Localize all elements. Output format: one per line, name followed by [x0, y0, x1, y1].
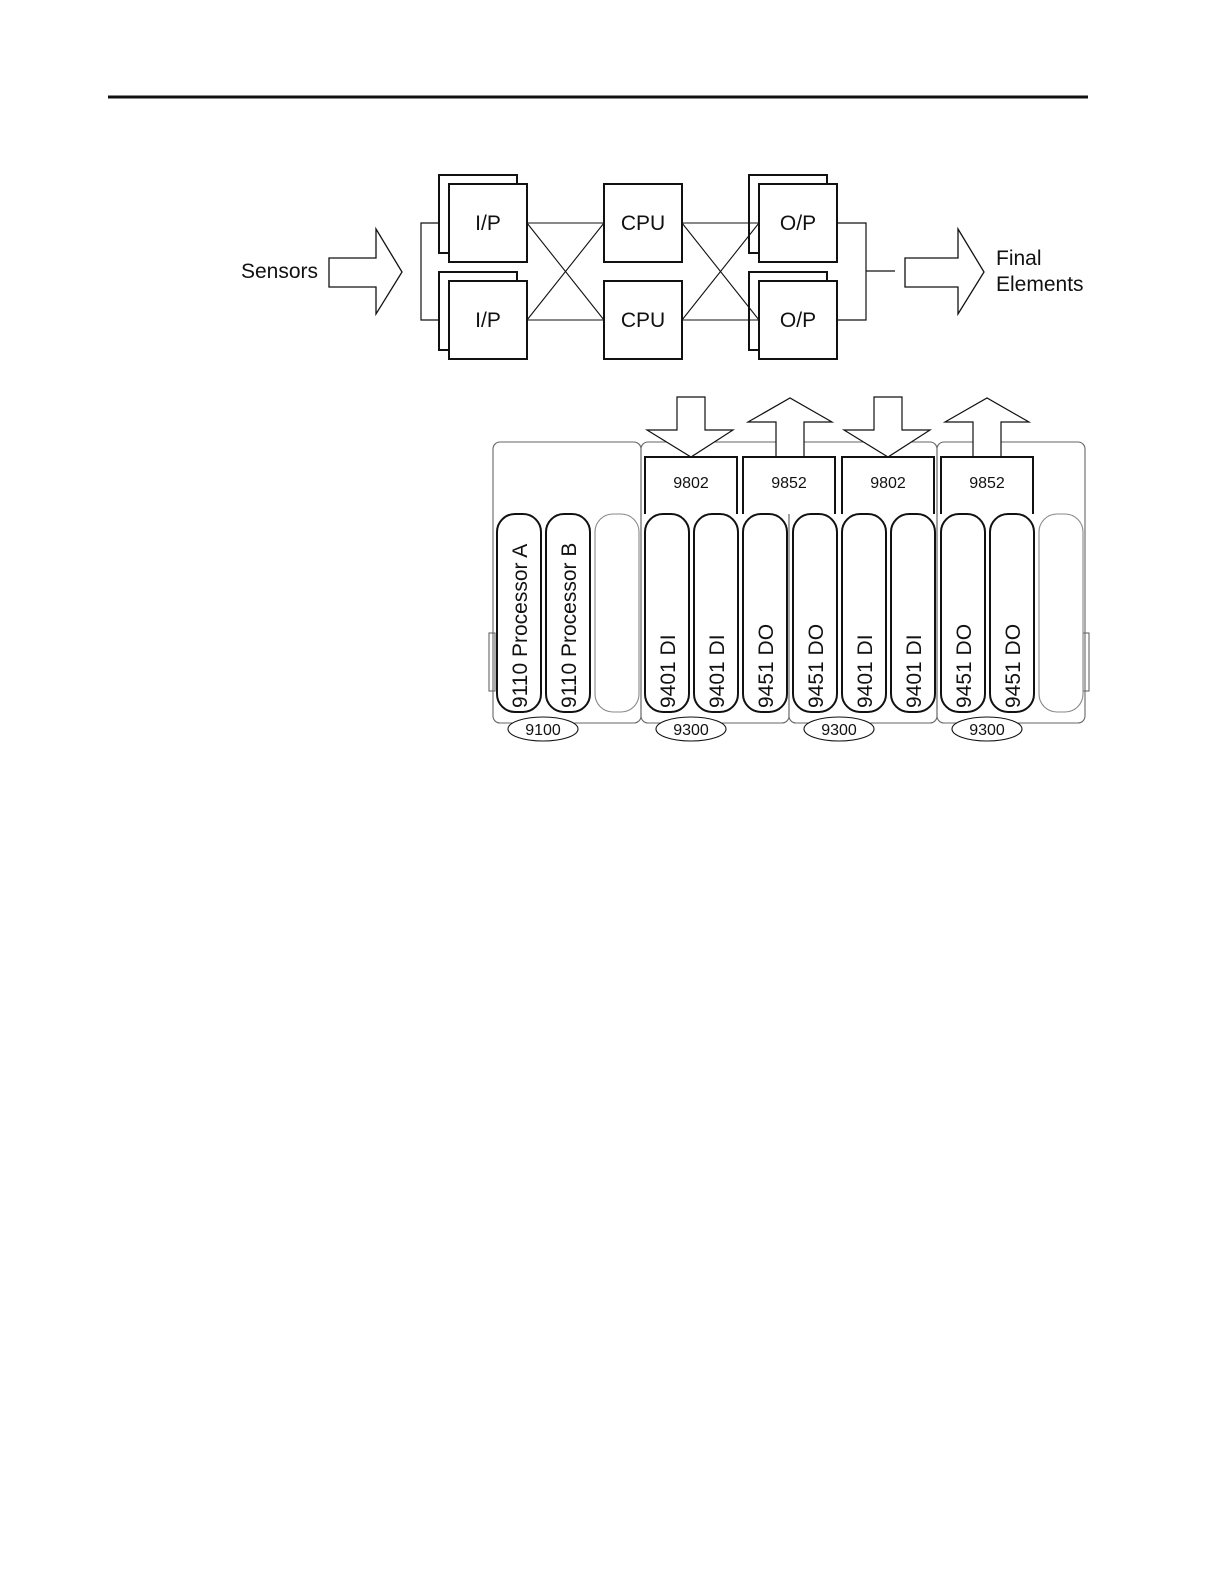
chassis-diagram: 9802 9852 9802 9852 9110 Processor A 911	[489, 397, 1089, 741]
input-module-top: I/P	[439, 175, 527, 262]
io-module-label: 9401 DI	[903, 634, 926, 708]
io-module-label: 9401 DI	[657, 634, 680, 708]
cpu-top: CPU	[604, 184, 682, 262]
chassis-label: 9300	[969, 722, 1005, 739]
io-module-label: 9451 DO	[1002, 624, 1025, 708]
chassis-label: 9300	[821, 722, 857, 739]
final-elements-label-line1: Final	[996, 247, 1042, 270]
cpu-op-links	[682, 223, 759, 320]
termination-panels: 9802 9852 9802 9852	[645, 457, 1033, 514]
cpu-label: CPU	[621, 212, 665, 235]
output-module-top: O/P	[749, 175, 837, 262]
op-label: O/P	[780, 309, 816, 332]
empty-slot	[1039, 514, 1083, 712]
empty-slot	[595, 514, 639, 712]
ip-cpu-links	[527, 223, 604, 320]
output-module-bottom: O/P	[749, 272, 837, 359]
cpu-label: CPU	[621, 309, 665, 332]
termination-label: 9852	[969, 475, 1005, 492]
left-connector	[489, 633, 495, 691]
sensors-label: Sensors	[241, 260, 318, 283]
chassis-label: 9300	[673, 722, 709, 739]
io-module-label: 9451 DO	[755, 624, 778, 708]
io-module-label: 9401 DI	[706, 634, 729, 708]
output-arrow-up-1	[748, 398, 832, 457]
chassis-labels: 9100 9300 9300 9300	[508, 717, 1022, 741]
processor-module-label: 9110 Processor A	[509, 544, 532, 708]
io-module-label: 9401 DI	[854, 634, 877, 708]
final-elements-label-line2: Elements	[996, 273, 1084, 296]
redundancy-block-diagram: Sensors I/P I/P CPU CPU	[241, 175, 1084, 359]
ip-label: I/P	[475, 212, 501, 235]
module-slots	[497, 514, 1083, 712]
processor-module-label: 9110 Processor B	[558, 543, 581, 708]
io-module-label: 9451 DO	[805, 624, 828, 708]
input-module-bottom: I/P	[439, 272, 527, 359]
termination-label: 9802	[870, 475, 906, 492]
input-arrow-down-1	[647, 397, 733, 457]
output-arrow-up-2	[945, 398, 1029, 457]
cpu-bottom: CPU	[604, 281, 682, 359]
output-bracket	[837, 223, 895, 320]
op-label: O/P	[780, 212, 816, 235]
final-elements-arrow	[905, 229, 984, 314]
chassis-label: 9100	[525, 722, 561, 739]
sensors-arrow	[329, 229, 402, 314]
right-connector	[1083, 633, 1089, 691]
termination-label: 9802	[673, 475, 709, 492]
termination-label: 9852	[771, 475, 807, 492]
ip-label: I/P	[475, 309, 501, 332]
input-arrow-down-2	[844, 397, 930, 457]
io-module-label: 9451 DO	[953, 624, 976, 708]
